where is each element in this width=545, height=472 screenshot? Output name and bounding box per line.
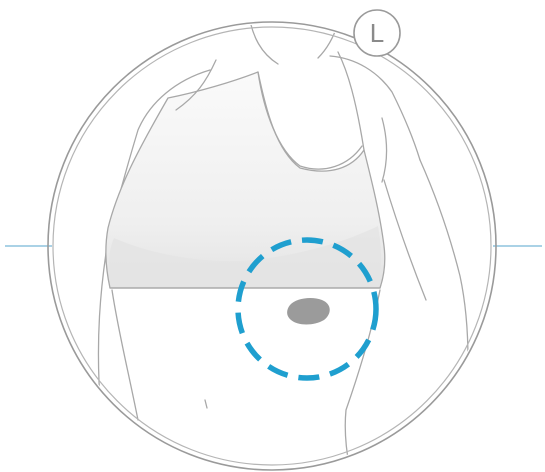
right-shoulder-outline <box>330 56 420 160</box>
neck-outline <box>248 6 342 64</box>
belly-crease <box>205 400 207 408</box>
torso-left-side <box>112 290 138 420</box>
back-contour <box>384 180 426 300</box>
right-arm-outline <box>420 160 468 360</box>
side-left-badge-icon: L <box>354 10 400 56</box>
bra-strap-right <box>338 52 364 150</box>
torso-figure <box>98 6 468 470</box>
armpit-crease <box>382 118 387 182</box>
side-badge-label: L <box>370 18 384 48</box>
application-site-blob-icon <box>287 298 330 325</box>
